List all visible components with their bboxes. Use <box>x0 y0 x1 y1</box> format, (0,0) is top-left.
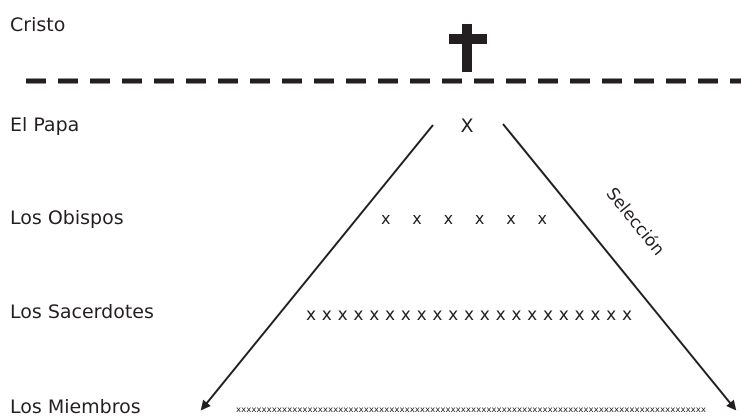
left-arrow <box>200 124 434 411</box>
level-label-obispos: Los Obispos <box>10 207 124 229</box>
seleccion-label: Selección <box>602 184 669 260</box>
level-label-cristo: Cristo <box>10 14 65 36</box>
level-label-sacerdotes: Los Sacerdotes <box>10 301 154 323</box>
level-label-miembros: Los Miembros <box>10 396 141 417</box>
right-arrow <box>502 123 737 411</box>
obispos-marks: x x x x x x <box>381 209 547 228</box>
miembros-marks: xxxxxxxxxxxxxxxxxxxxxxxxxxxxxxxxxxxxxxxx… <box>236 405 706 414</box>
level-label-papa: El Papa <box>10 114 79 136</box>
cross-icon <box>449 24 487 72</box>
papa-mark: X <box>460 115 473 137</box>
sacerdotes-marks: xxxxxxxxxxxxxxxxxxxxx <box>306 305 632 325</box>
